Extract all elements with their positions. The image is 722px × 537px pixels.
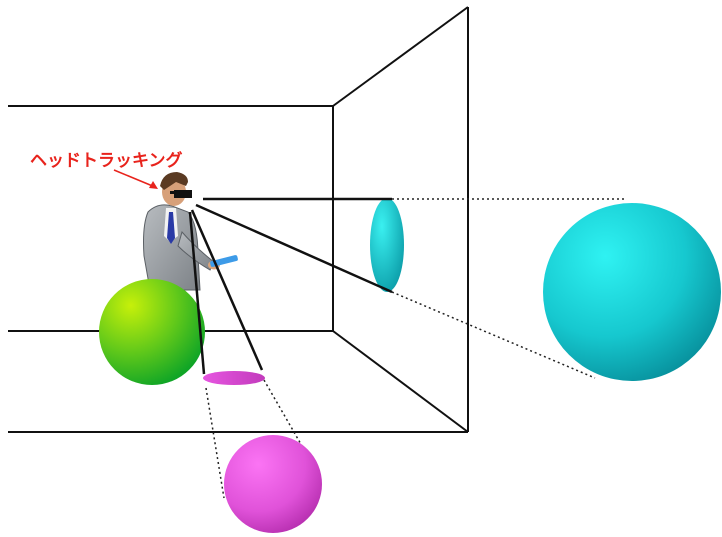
head-tracking-label: ヘッドトラッキング: [30, 151, 183, 171]
callout-arrow: [113, 169, 158, 189]
room-floor-diagonal: [332, 330, 469, 433]
room-ceiling-diagonal: [332, 6, 469, 107]
magenta-projection-guides: [205, 379, 303, 499]
magenta-sphere-virtual: [224, 435, 322, 533]
floor-sight-line-right: [190, 209, 264, 371]
magenta-sight-lines: [188, 209, 264, 375]
cyan-projection-on-wall: [370, 198, 404, 292]
magenta-guide-left: [205, 387, 225, 499]
person-with-head-tracking-glasses-icon: [143, 172, 220, 291]
cyan-sight-lines: [195, 197, 393, 294]
room-frame: [8, 6, 469, 433]
floor-sight-line-left: [188, 211, 206, 375]
stylus-icon: [210, 255, 238, 267]
green-sphere: [99, 279, 205, 385]
cyan-projection-guides: [391, 198, 624, 379]
magenta-projection-on-floor: [203, 371, 265, 385]
sight-line-bottom: [195, 203, 393, 294]
cyan-sphere-virtual: [543, 203, 721, 381]
cyan-guide-bottom: [391, 291, 596, 379]
